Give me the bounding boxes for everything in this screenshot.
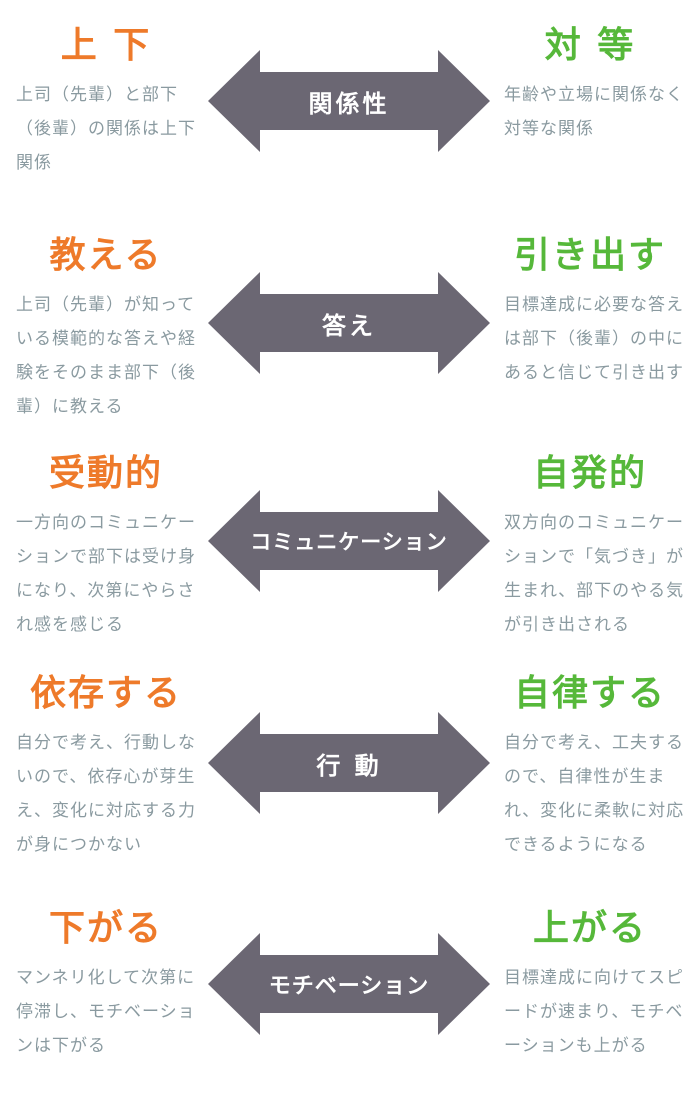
arrow-label: コミュニケーション — [250, 530, 448, 554]
double-arrow: 関係性 — [208, 50, 490, 152]
double-arrow-shape — [208, 272, 490, 374]
left-description: 自分で考え、行動しないので、依存心が芽生え、変化に対応する力が身につかない — [16, 733, 196, 855]
right-title: 引き出す — [513, 235, 666, 276]
left-title: 依存する — [29, 673, 182, 714]
double-arrow-shape — [208, 50, 490, 152]
double-arrow-shape — [208, 712, 490, 814]
arrow-label: モチベーション — [268, 974, 430, 999]
right-description: 目標達成に必要な答えは部下（後輩）の中にあると信じて引き出す — [504, 295, 684, 383]
arrow-label: 関係性 — [308, 89, 390, 118]
double-arrow: コミュニケーション — [208, 490, 490, 592]
left-description: 上司（先輩）と部下（後輩）の関係は上下関係 — [16, 85, 196, 173]
right-description: 年齢や立場に関係なく対等な関係 — [504, 85, 684, 139]
double-arrow: 行 動 — [208, 712, 490, 814]
comparison-row-action: 依存する 自分で考え、行動しないので、依存心が芽生え、変化に対応する力が身につか… — [0, 670, 699, 870]
left-title: 教える — [49, 235, 163, 276]
arrow-label: 行 動 — [316, 751, 382, 780]
double-arrow-shape — [208, 490, 490, 592]
right-title: 上がる — [532, 908, 647, 949]
right-title: 自発的 — [532, 453, 647, 494]
double-arrow: 答え — [208, 272, 490, 374]
left-description: 一方向のコミュニケーションで部下は受け身になり、次第にやらされ感を感じる — [16, 513, 196, 635]
right-title: 対 等 — [544, 25, 636, 66]
double-arrow-shape — [208, 933, 490, 1035]
right-title: 自律する — [513, 673, 666, 714]
left-description: マンネリ化して次第に停滞し、モチベーションは下がる — [16, 968, 196, 1056]
comparison-row-motivation: 下がる マンネリ化して次第に停滞し、モチベーションは下がる モチベーション 上が… — [0, 905, 699, 1105]
arrow-label: 答え — [322, 311, 376, 340]
left-title: 上 下 — [60, 25, 152, 66]
right-description: 目標達成に向けてスピードが速まり、モチベーションも上がる — [504, 968, 684, 1056]
comparison-row-communication: 受動的 一方向のコミュニケーションで部下は受け身になり、次第にやらされ感を感じる… — [0, 450, 699, 650]
right-description: 自分で考え、工夫するので、自律性が生まれ、変化に柔軟に対応できるようになる — [504, 733, 685, 855]
right-description: 双方向のコミュニケーションで「気づき」が生まれ、部下のやる気が引き出される — [504, 513, 685, 635]
comparison-row-relationship: 上 下 上司（先輩）と部下（後輩）の関係は上下関係 関係性 対 等 年齢や立場に… — [0, 22, 699, 222]
comparison-row-answer: 教える 上司（先輩）が知っている模範的な答えや経験をそのまま部下（後輩）に教える… — [0, 232, 699, 432]
double-arrow: モチベーション — [208, 933, 490, 1035]
left-title: 受動的 — [48, 453, 163, 494]
left-title: 下がる — [48, 908, 163, 949]
left-description: 上司（先輩）が知っている模範的な答えや経験をそのまま部下（後輩）に教える — [16, 295, 196, 417]
